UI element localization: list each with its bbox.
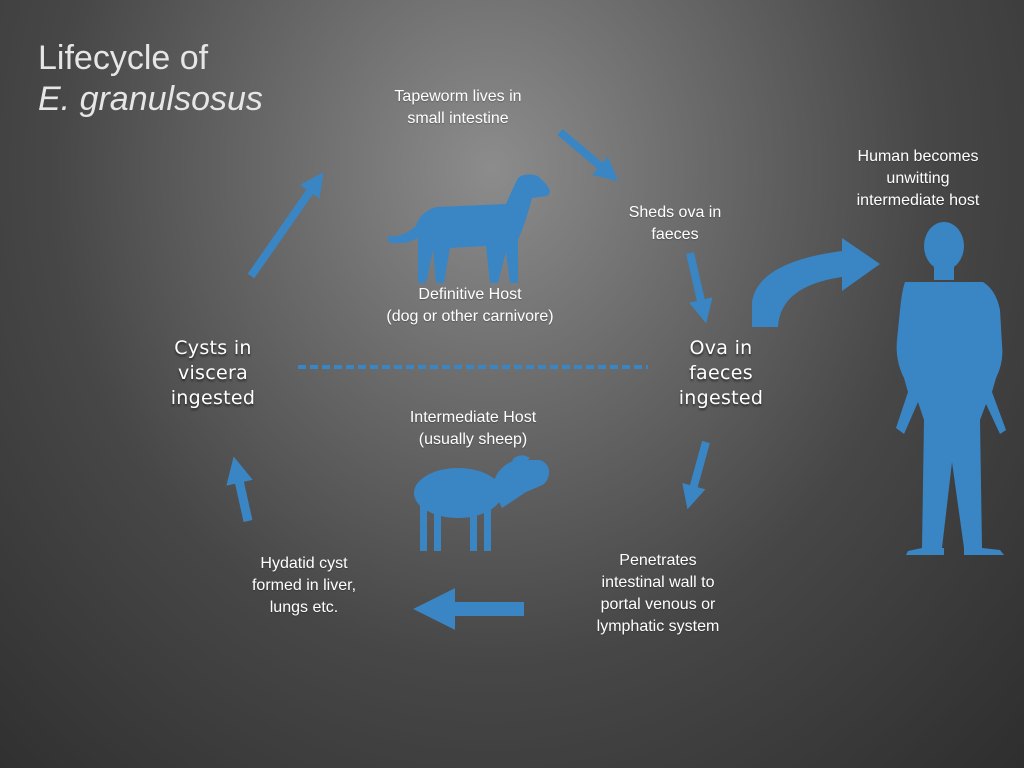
cysts-ingested-label-line: Cysts in (174, 337, 252, 359)
ova-ingested-label-line: Ova in (689, 337, 753, 359)
arrow-to-sheds-ova (557, 128, 619, 182)
tapeworm-label-line: small intestine (407, 110, 509, 127)
ova-ingested-label: Ova in faeces ingested (648, 336, 794, 411)
sheds-ova-label-line: faeces (651, 226, 699, 243)
definitive-host-label-line: (dog or other carnivore) (386, 308, 554, 325)
title-line-2: E. granulsosus (38, 80, 263, 118)
diagram-title: Lifecycle of E. granulsosus (38, 38, 263, 120)
human-host-label-line: Human becomes (857, 148, 979, 165)
arrow-to-ova-ingested (686, 252, 713, 324)
human-silhouette-icon (896, 222, 1006, 555)
cysts-ingested-label: Cysts in viscera ingested (140, 336, 286, 411)
definitive-host-label: Definitive Host (dog or other carnivore) (360, 284, 580, 328)
penetrates-label-line: lymphatic system (596, 618, 720, 635)
tapeworm-label-line: Tapeworm lives in (394, 88, 522, 105)
human-host-label-line: intermediate host (856, 192, 980, 209)
ova-ingested-label-line: faeces (689, 362, 753, 384)
intermediate-host-label: Intermediate Host (usually sheep) (380, 407, 566, 451)
sheds-ova-label-line: Sheds ova in (628, 204, 722, 221)
hydatid-cyst-label: Hydatid cyst formed in liver, lungs etc. (226, 553, 382, 619)
arrow-to-penetrates (682, 440, 710, 510)
arrow-to-tapeworm (247, 172, 324, 279)
human-host-label: Human becomes unwitting intermediate hos… (830, 146, 1006, 212)
dog-icon (388, 174, 550, 283)
definitive-host-label-line: Definitive Host (418, 286, 522, 303)
ova-ingested-label-line: ingested (678, 387, 764, 409)
hydatid-cyst-label-line: Hydatid cyst (260, 555, 348, 572)
cysts-ingested-label-line: ingested (170, 387, 256, 409)
sheds-ova-label: Sheds ova in faeces (600, 202, 750, 246)
title-line-1: Lifecycle of (38, 39, 209, 77)
cysts-ingested-label-line: viscera (177, 362, 249, 384)
tapeworm-label: Tapeworm lives in small intestine (368, 86, 548, 130)
penetrates-label-line: Penetrates (619, 552, 697, 569)
hydatid-cyst-label-line: lungs etc. (269, 599, 339, 616)
penetrates-label: Penetrates intestinal wall to portal ven… (576, 550, 740, 638)
penetrates-label-line: portal venous or (600, 596, 716, 613)
penetrates-label-line: intestinal wall to (601, 574, 715, 591)
arrow-to-cysts-ingested (226, 456, 253, 522)
human-host-label-line: unwitting (886, 170, 950, 187)
intermediate-host-label-line: Intermediate Host (409, 409, 537, 426)
curved-arrow-to-human-icon (752, 238, 880, 327)
intermediate-host-label-line: (usually sheep) (418, 431, 528, 448)
sheep-icon (414, 455, 550, 551)
hydatid-cyst-label-line: formed in liver, (251, 577, 357, 594)
